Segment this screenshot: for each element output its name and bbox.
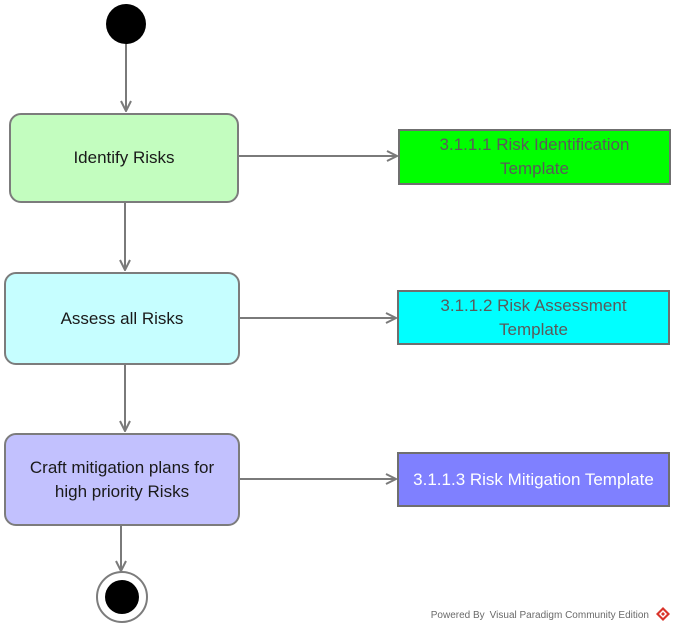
- visual-paradigm-logo-icon: [656, 607, 670, 621]
- action-assess-all-risks[interactable]: Assess all Risks: [4, 272, 240, 365]
- artifact-risk-assessment-template[interactable]: 3.1.1.2 Risk Assessment Template: [397, 290, 670, 345]
- powered-by-text: Powered By Visual Paradigm Community Edi…: [430, 610, 649, 621]
- action-craft-mitigation-plans[interactable]: Craft mitigation plans for high priority…: [4, 433, 240, 526]
- final-node-center: [105, 580, 139, 614]
- action-craft-mitigation-plans-label: Craft mitigation plans for high priority…: [29, 457, 215, 501]
- action-identify-risks[interactable]: Identify Risks: [9, 113, 239, 203]
- artifact-risk-assessment-template-label: 3.1.1.2 Risk Assessment Template: [440, 295, 627, 339]
- artifact-risk-mitigation-template-label: 3.1.1.3 Risk Mitigation Template: [413, 469, 654, 489]
- artifact-risk-identification-template[interactable]: 3.1.1.1 Risk Identification Template: [398, 129, 671, 185]
- action-identify-risks-label: Identify Risks: [73, 148, 175, 167]
- artifact-risk-identification-template-label: 3.1.1.1 Risk Identification Template: [439, 135, 630, 178]
- powered-by-footer: Powered By Visual Paradigm Community Edi…: [431, 610, 649, 621]
- action-assess-all-risks-label: Assess all Risks: [60, 308, 184, 328]
- initial-node: [106, 4, 146, 44]
- artifact-risk-mitigation-template[interactable]: 3.1.1.3 Risk Mitigation Template: [397, 452, 670, 507]
